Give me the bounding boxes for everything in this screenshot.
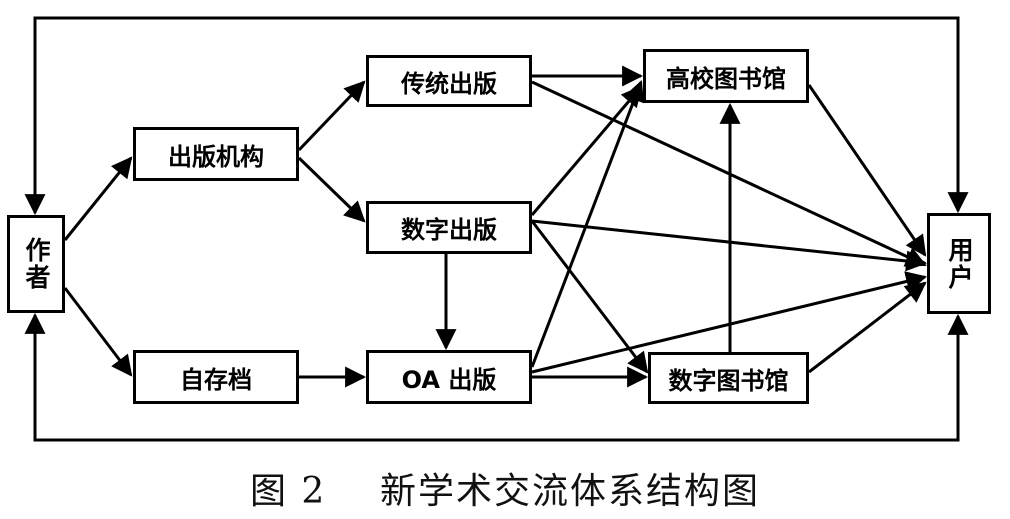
node-author: 作者 xyxy=(7,215,65,313)
edge-digital-pub-digital-library xyxy=(530,220,649,374)
node-university-library: 高校图书馆 xyxy=(643,49,809,103)
edge-author-publisher xyxy=(63,156,133,241)
node-oa-publishing: OA 出版 xyxy=(366,350,532,404)
edge-univ-library-user xyxy=(807,84,927,257)
edge-publisher-digital-pub xyxy=(297,156,366,223)
edge-author-self-archive xyxy=(63,287,133,377)
edge-oa-pub-univ-library xyxy=(530,80,645,368)
node-self-archive: 自存档 xyxy=(133,350,299,404)
figure-caption: 图 2 新学术交流体系结构图 xyxy=(249,471,761,512)
edge-author-user-top-loop xyxy=(24,16,969,216)
node-user: 用户 xyxy=(927,213,991,314)
node-traditional-publishing: 传统出版 xyxy=(366,55,532,107)
node-digital-library: 数字图书馆 xyxy=(648,352,809,404)
edge-author-user-bottom-loop xyxy=(24,312,969,442)
edge-digital-library-user xyxy=(808,281,927,374)
node-publisher: 出版机构 xyxy=(133,127,299,181)
edge-publisher-traditional xyxy=(297,80,366,152)
edges xyxy=(24,16,969,442)
node-digital-publishing: 数字出版 xyxy=(366,201,532,254)
